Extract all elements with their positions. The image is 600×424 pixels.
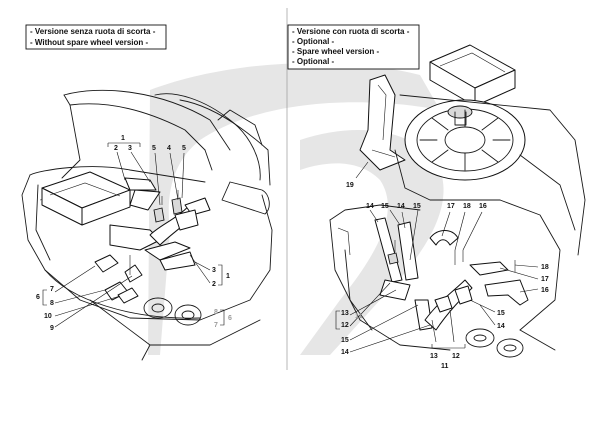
callout-label: 3 [212,267,216,274]
watermark-logo [148,63,444,355]
callout-label: 9 [50,325,54,332]
callout-label: 15 [413,203,421,210]
callout-label: 18 [541,264,549,271]
callout-label: 1 [226,273,230,280]
callout-label: 13 [341,310,349,317]
callout-label: 14 [366,203,374,210]
callout-label: 4 [167,145,171,152]
callout-label: 14 [497,323,505,330]
callout-label: 8 [50,300,54,307]
callout-label: 12 [452,353,460,360]
straps-right [374,217,529,331]
car-trunk-outline-left [21,89,273,361]
version-line: - Optional - [292,57,335,66]
callout-label: 11 [441,363,449,370]
callout-label: 15 [381,203,389,210]
callout-label: 12 [341,322,349,329]
callout-label: 7 [50,286,54,293]
leader-lines-right [335,161,539,353]
callout-label: 13 [430,353,438,360]
callout-label: 14 [397,203,405,210]
callout-label: 15 [497,310,505,317]
callout-label: 19 [346,182,354,189]
callout-label: 14 [341,349,349,356]
tool-case-left [41,171,131,226]
version-line: - Versione senza ruota di scorta - [30,27,156,36]
version-box-left: - Versione senza ruota di scorta - - Wit… [25,24,167,50]
left-panel: - Versione senza ruota di scorta - - Wit… [21,24,273,361]
leader-lines-left [42,142,225,328]
spare-wheel [404,99,526,181]
callout-label: 17 [447,203,455,210]
callout-label: 18 [463,203,471,210]
version-line: - Optional - [292,37,335,46]
callouts-right: 19 14 15 14 15 17 18 16 18 17 16 11 13 1… [341,182,549,370]
version-line: - Versione con ruota di scorta - [292,27,410,36]
callout-label: 2 [114,145,118,152]
callout-label: 6 [228,315,232,322]
strap-19 [359,74,406,171]
tool-case-right [429,44,516,107]
callout-label: 7 [214,322,218,329]
callout-label: 2 [212,281,216,288]
callout-label: 17 [541,276,549,283]
version-line: - Without spare wheel version - [30,38,149,47]
callout-label: 6 [36,294,40,301]
callout-label: 5 [182,145,186,152]
callout-label: 16 [479,203,487,210]
version-line: - Spare wheel version - [292,47,379,56]
car-trunk-outline-right [329,94,586,358]
version-box-right: - Versione con ruota di scorta - - Optio… [287,24,420,70]
callout-label: 8 [214,309,218,316]
callout-label: 10 [44,313,52,320]
callout-label: 15 [341,337,349,344]
callout-label: 5 [152,145,156,152]
callout-label: 3 [128,145,132,152]
right-panel: - Versione con ruota di scorta - - Optio… [287,24,586,370]
callout-label: 11 [355,313,363,320]
callout-label: 1 [121,135,125,142]
straps-left [94,177,211,304]
callouts-left: 1 2 3 5 4 5 3 1 2 7 6 8 10 9 8 6 7 [36,135,232,332]
callout-label: 16 [541,287,549,294]
